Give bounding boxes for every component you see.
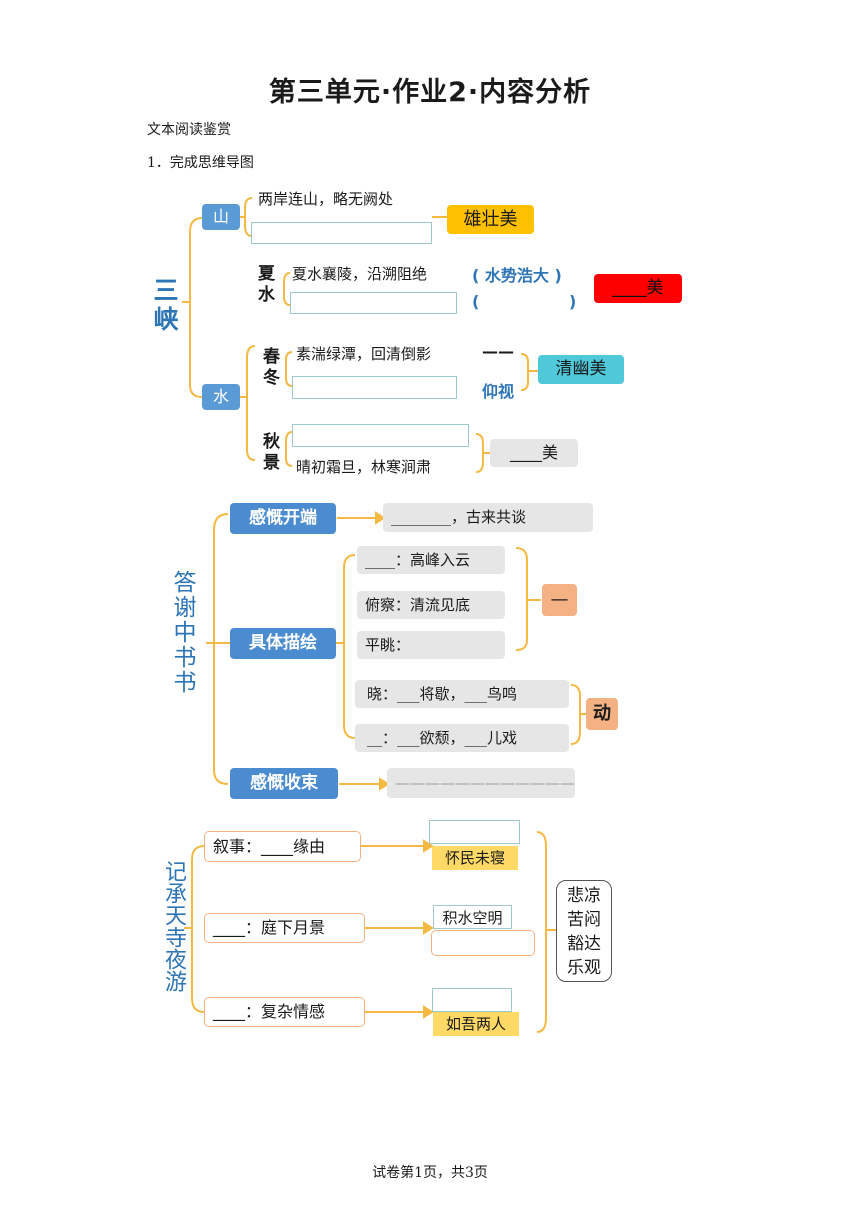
daxie-label: 答谢中书书 bbox=[169, 570, 195, 695]
chundong-result: 清幽美 bbox=[538, 355, 624, 384]
question-label: 1．完成思维导图 bbox=[147, 155, 254, 171]
chengtian-blank-1[interactable] bbox=[429, 820, 520, 844]
xiashui-line1: 夏水襄陵，沿溯阻绝 bbox=[292, 265, 428, 283]
chundong-note: 仰视 bbox=[482, 382, 515, 401]
shui-node: 水 bbox=[202, 384, 240, 410]
chundong-line1: 素湍绿潭，回清倒影 bbox=[296, 345, 432, 363]
chengtian-blank-2[interactable] bbox=[431, 930, 535, 956]
chengtian-blank-3[interactable] bbox=[432, 988, 512, 1012]
chundong-blank[interactable] bbox=[292, 376, 457, 399]
xiashui-blank[interactable] bbox=[290, 292, 457, 314]
still-row-3: 平眺： bbox=[357, 631, 505, 659]
chundong-label: 春冬 bbox=[263, 347, 280, 388]
emotion-2: 苦闷 bbox=[567, 910, 601, 930]
chengtian-item-1: 叙事：____缘由 bbox=[204, 831, 361, 862]
miaohui-node: 具体描绘 bbox=[230, 628, 336, 659]
emotion-1: 悲凉 bbox=[567, 886, 601, 906]
kaiduan-node: 感慨开端 bbox=[230, 503, 336, 534]
emotion-3: 豁达 bbox=[567, 934, 601, 954]
chundong-dash: —— bbox=[482, 342, 514, 361]
emotions-box: 悲凉 苦闷 豁达 乐观 bbox=[556, 880, 612, 982]
shan-result: 雄壮美 bbox=[447, 205, 534, 234]
page-footer: 试卷第1页，共3页 bbox=[372, 1165, 488, 1181]
shoushu-text: ———————————— bbox=[387, 768, 575, 798]
qiujing-blank[interactable] bbox=[292, 424, 469, 447]
dynamic-row-2: __：___欲颓，___儿戏 bbox=[355, 724, 569, 752]
kaiduan-text: ________，古来共谈 bbox=[383, 503, 593, 532]
still-tag: — bbox=[542, 584, 577, 616]
dynamic-tag: 动 bbox=[586, 698, 618, 730]
still-row-1: ____：高峰入云 bbox=[357, 546, 505, 574]
sanxia-label: 三峡 bbox=[153, 276, 179, 334]
shoushu-node: 感慨收束 bbox=[230, 768, 338, 799]
shan-node: 山 bbox=[202, 204, 240, 230]
chengtian-label: 记承天寺夜游 bbox=[161, 860, 186, 992]
qiujing-label: 秋景 bbox=[263, 432, 280, 473]
dynamic-row-1: 晓：___将歇，___鸟鸣 bbox=[355, 680, 569, 708]
xiashui-paren-close: ) bbox=[569, 292, 577, 311]
still-row-2: 俯察：清流见底 bbox=[357, 591, 505, 619]
shan-line1: 两岸连山，略无阙处 bbox=[258, 190, 394, 208]
xiashui-result: ____美 bbox=[594, 274, 682, 303]
qiujing-result: ____美 bbox=[490, 439, 578, 467]
chengtian-item-2: ____：庭下月景 bbox=[204, 913, 365, 943]
xiashui-paren-open: ( bbox=[472, 292, 480, 311]
chengtian-tag-1: 怀民未寝 bbox=[432, 846, 518, 870]
chengtian-tag-2: 积水空明 bbox=[433, 905, 512, 929]
section-label: 文本阅读鉴赏 bbox=[147, 122, 231, 138]
chengtian-item-3: ____：复杂情感 bbox=[204, 997, 365, 1027]
xiashui-label: 夏水 bbox=[258, 264, 275, 305]
chengtian-tag-3: 如吾两人 bbox=[433, 1012, 519, 1036]
qiujing-line2: 晴初霜旦，林寒涧肃 bbox=[296, 458, 432, 476]
emotion-4: 乐观 bbox=[567, 958, 601, 978]
xiashui-note: ( 水势浩大 ) bbox=[472, 266, 562, 285]
page-title: 第三单元·作业2·内容分析 bbox=[268, 77, 592, 108]
shan-blank[interactable] bbox=[251, 222, 432, 244]
